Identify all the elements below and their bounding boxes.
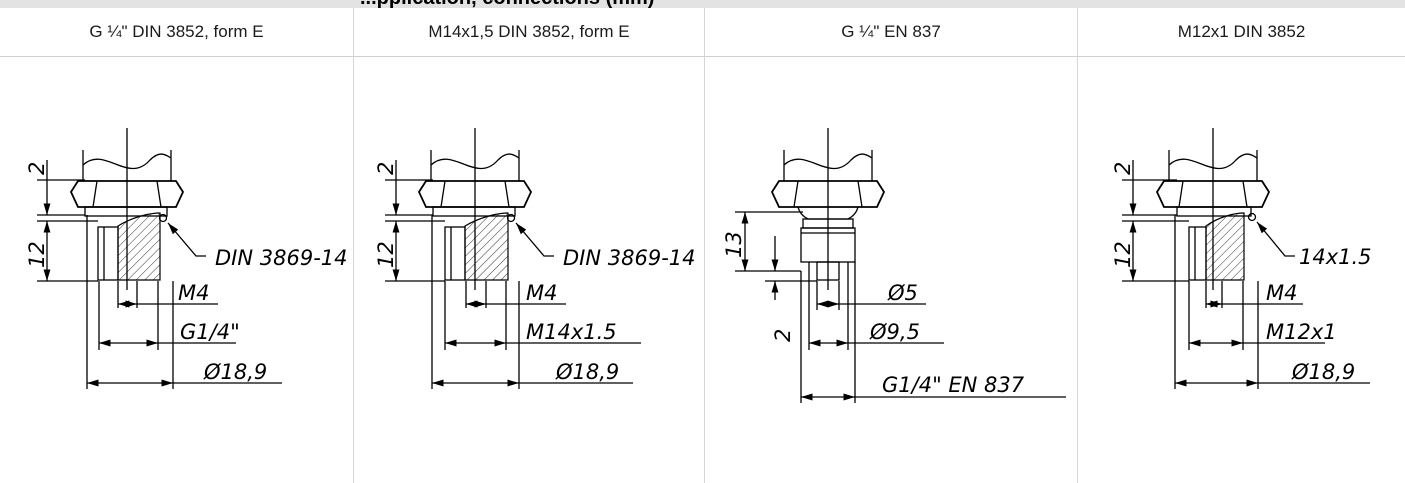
dim-label: 12 (374, 241, 398, 268)
dim-label: M14x1.5 (526, 320, 617, 344)
dim-label: 13 (722, 231, 746, 258)
column-header-2: M14x1,5 DIN 3852, form E (428, 22, 630, 41)
section-title: ...pplication, connections (mm) (360, 0, 654, 8)
column-header-3: G ¼" EN 837 (841, 22, 941, 41)
column-header-1: G ¼" DIN 3852, form E (89, 22, 264, 41)
dim-label: 2 (771, 329, 795, 342)
dim-label: G1/4" EN 837 (882, 373, 1025, 397)
dim-label: Ø18,9 (555, 360, 619, 384)
dim-label: 2 (374, 162, 398, 175)
dim-label: 12 (25, 241, 49, 268)
dim-label: Ø18,9 (203, 360, 267, 384)
dim-label: M4 (178, 281, 209, 305)
dim-label: M4 (1266, 281, 1297, 305)
dim-label: Ø18,9 (1291, 360, 1355, 384)
column-divider (704, 8, 705, 483)
seal-label: DIN 3869-14 (215, 246, 348, 270)
drawing-m14-din3852: 2 12 DIN 3869-14 M4 M14x1.5 Ø18,9 (374, 128, 696, 389)
dim-label: 2 (1111, 162, 1135, 175)
dim-label: M4 (526, 281, 557, 305)
dim-label: 2 (25, 162, 49, 175)
drawing-g14-din3852: 2 12 DIN 3869-14 M4 G1/4" Ø18,9 (25, 128, 348, 389)
column-divider (353, 8, 354, 483)
column-divider (1077, 8, 1078, 483)
dim-label: Ø9,5 (869, 320, 920, 344)
column-header-4: M12x1 DIN 3852 (1177, 22, 1306, 41)
dim-label: G1/4" (180, 320, 240, 344)
dim-label: Ø5 (887, 281, 918, 305)
seal-label: DIN 3869-14 (563, 246, 696, 270)
drawing-m12-din3852: 2 12 14x1.5 M4 M12x1 Ø18,9 (1111, 128, 1372, 389)
title-bar: ...pplication, connections (mm) (0, 0, 1405, 8)
drawing-g14-en837: 13 2 Ø5 Ø9,5 G1/4" EN 837 (722, 128, 1066, 403)
dim-label: 12 (1111, 241, 1135, 268)
dim-label: M12x1 (1266, 320, 1337, 344)
seal-label: 14x1.5 (1299, 245, 1372, 269)
header-row: G ¼" DIN 3852, form E M14x1,5 DIN 3852, … (0, 8, 1405, 57)
